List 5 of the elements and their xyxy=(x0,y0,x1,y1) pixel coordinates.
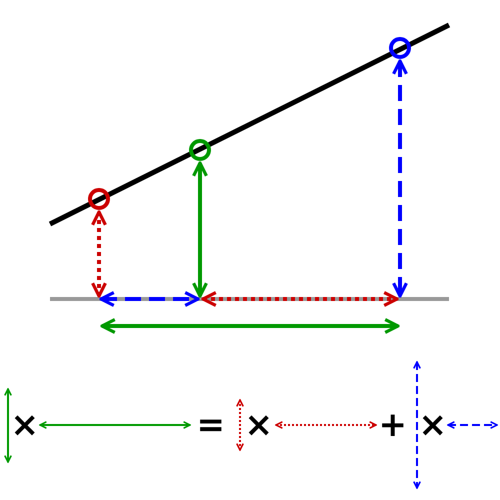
times-sign: × xyxy=(244,408,273,442)
equals-sign: = xyxy=(196,408,225,442)
plus-sign: + xyxy=(378,408,407,442)
times-sign: × xyxy=(10,408,39,442)
times-sign: × xyxy=(418,408,447,442)
